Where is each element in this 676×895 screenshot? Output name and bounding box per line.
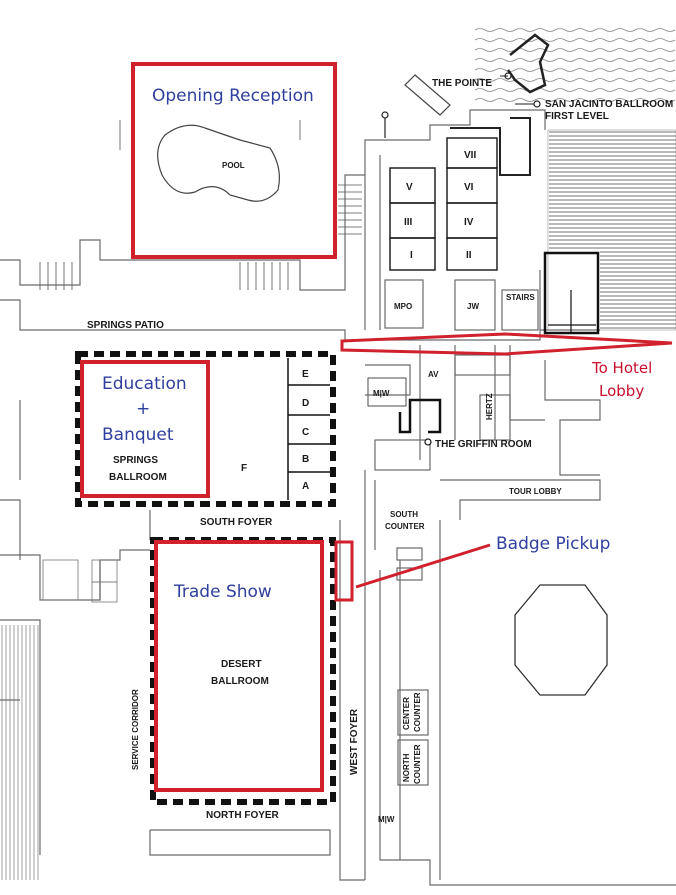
springs-ballroom-label-2: BALLROOM xyxy=(109,472,167,483)
north-counter-label-1: NORTH xyxy=(402,753,411,782)
the-pointe xyxy=(404,33,550,116)
opening-reception-highlight xyxy=(131,62,337,259)
badge-pickup-pointer xyxy=(355,543,491,589)
pool-terrace-steps xyxy=(39,120,362,290)
north-foyer-label: NORTH FOYER xyxy=(206,810,280,821)
east-stairwell xyxy=(543,251,600,335)
san-jacinto-ballroom xyxy=(381,100,541,271)
to-hotel-annotation-1: To Hotel xyxy=(591,359,652,377)
san-jacinto-label-1: SAN JACINTO BALLROOM xyxy=(545,99,673,110)
room-iv: IV xyxy=(464,217,474,228)
section-d: D xyxy=(302,398,309,409)
badge-pickup-highlight xyxy=(334,540,354,602)
room-v: V xyxy=(406,182,413,193)
education-banquet-highlight xyxy=(80,360,210,498)
central-service-area xyxy=(367,354,511,471)
badge-pickup-annotation: Badge Pickup xyxy=(496,534,610,554)
stairs-label: STAIRS xyxy=(506,293,535,302)
mpo-label: MPO xyxy=(394,302,412,311)
education-annotation-1: Education xyxy=(102,374,187,394)
west-foyer-label: WEST FOYER xyxy=(349,708,360,775)
service-corridor-label: SERVICE CORRIDOR xyxy=(131,689,140,770)
tour-lobby-label: TOUR LOBBY xyxy=(509,487,562,496)
education-annotation-3: Banquet xyxy=(102,425,174,445)
section-e: E xyxy=(302,369,309,380)
jw-label: JW xyxy=(467,302,479,311)
springs-ballroom-outline xyxy=(75,351,336,507)
trade-show-annotation: Trade Show xyxy=(173,582,272,602)
room-vii: VII xyxy=(464,150,476,161)
education-annotation-2: + xyxy=(136,399,150,419)
hertz-label: HERTZ xyxy=(485,393,494,420)
service-rooms xyxy=(384,279,539,331)
the-pointe-label: THE POINTE xyxy=(432,78,492,89)
west-wing-hatching xyxy=(1,625,39,880)
griffin-room xyxy=(398,398,442,446)
restroom-mw-bottom: M|W xyxy=(378,815,395,824)
griffin-room-label: THE GRIFFIN ROOM xyxy=(435,439,532,450)
section-b: B xyxy=(302,454,309,465)
av-label: AV xyxy=(428,370,439,379)
section-a: A xyxy=(302,481,309,492)
south-counter-label-1: SOUTH xyxy=(390,510,418,519)
room-ii: II xyxy=(466,250,472,261)
hotel-lobby-arrow xyxy=(340,332,673,356)
desert-ballroom-outline xyxy=(150,537,336,805)
springs-ballroom-label-1: SPRINGS xyxy=(113,455,158,466)
room-vi: VI xyxy=(464,182,474,193)
trade-show-highlight xyxy=(154,540,324,792)
center-counter-label-1: CENTER xyxy=(402,697,411,730)
south-foyer-label: SOUTH FOYER xyxy=(200,517,273,528)
pool-shape xyxy=(157,124,280,202)
south-counter xyxy=(396,547,423,581)
section-c: C xyxy=(302,427,309,438)
north-counter-label-2: COUNTER xyxy=(413,744,422,784)
east-terrace-hatching xyxy=(547,129,676,331)
san-jacinto-label-2: FIRST LEVEL xyxy=(545,111,609,122)
springs-patio-label: SPRINGS PATIO xyxy=(87,320,164,331)
desert-ballroom-label-2: BALLROOM xyxy=(211,676,269,687)
room-iii: III xyxy=(404,217,413,228)
hatch-lines xyxy=(549,131,676,329)
pool-label: POOL xyxy=(222,161,245,170)
to-hotel-annotation-2: Lobby xyxy=(599,382,644,400)
south-counter-label-2: COUNTER xyxy=(385,522,425,531)
desert-ballroom-label-1: DESERT xyxy=(221,659,262,670)
room-i: I xyxy=(410,250,413,261)
section-f: F xyxy=(241,463,247,474)
opening-reception-annotation: Opening Reception xyxy=(152,86,314,106)
west-side-steps xyxy=(42,559,118,603)
water-waves xyxy=(474,28,676,102)
octagon-fountain xyxy=(514,584,608,696)
counters-east xyxy=(397,689,429,786)
center-counter-label-2: COUNTER xyxy=(413,692,422,732)
restroom-mw-label: M|W xyxy=(373,389,390,398)
